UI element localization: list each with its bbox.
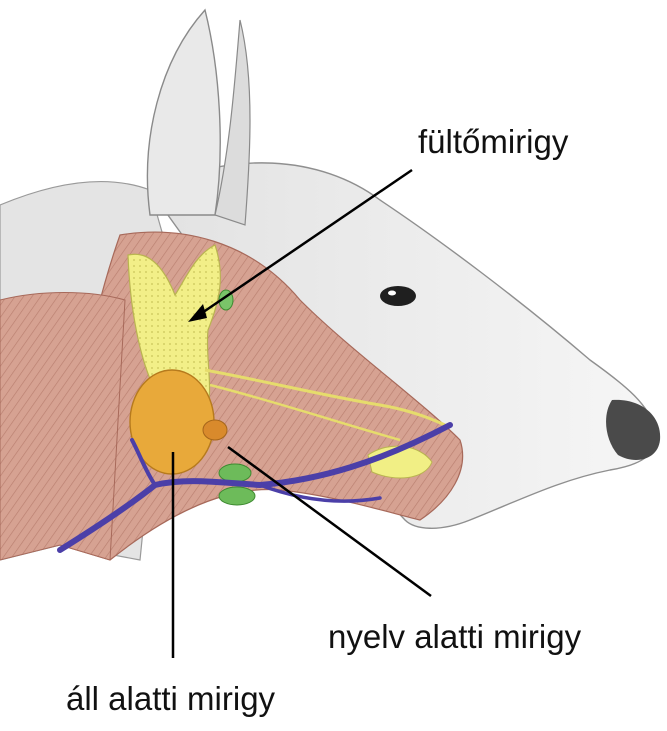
sublingual-gland <box>203 420 227 440</box>
label-mandibular-gland: áll alatti mirigy <box>66 682 275 715</box>
eye <box>380 286 416 306</box>
label-sublingual-gland: nyelv alatti mirigy <box>328 620 581 653</box>
label-parotid-gland: fültőmirigy <box>418 125 568 158</box>
lymph-node <box>219 464 251 482</box>
lymph-node <box>219 487 255 505</box>
eye-highlight <box>388 291 396 296</box>
ear <box>147 10 220 215</box>
